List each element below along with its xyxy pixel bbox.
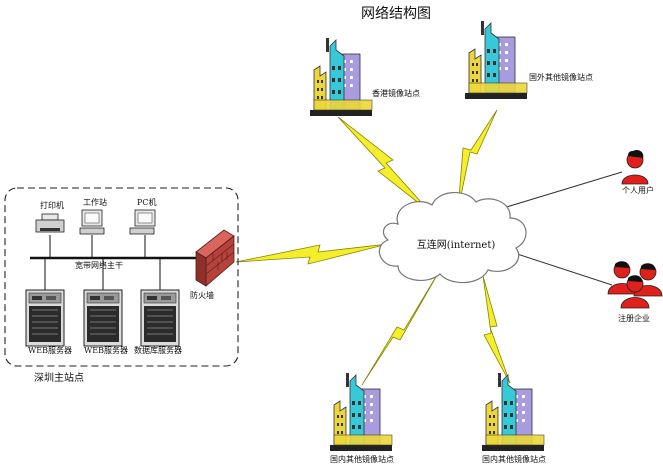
- server-web-1-label: WEB服务器: [28, 345, 72, 355]
- workstation: 工作站: [79, 197, 107, 235]
- local-site: 宽带网络主干 打印机 工作站: [4, 187, 239, 384]
- firewall-label: 防火墙: [190, 290, 214, 300]
- lightning-to-hk: [337, 116, 431, 213]
- enterprise-label: 注册企业: [618, 313, 650, 323]
- lightning-links: [235, 109, 511, 386]
- enterprise: 注册企业: [607, 261, 663, 323]
- backbone-label: 宽带网络主干: [75, 260, 123, 270]
- diagram-title: 网络结构图: [361, 6, 431, 22]
- person-icon: [621, 149, 649, 185]
- link-enterprise: [504, 249, 613, 286]
- mirror-overseas: 国外其他镜像站点: [464, 20, 593, 100]
- pc: PC机: [129, 197, 157, 235]
- firewall-icon: [195, 229, 235, 287]
- workstation-icon: [79, 209, 105, 235]
- building-icon: [329, 372, 393, 452]
- server-icon: [140, 289, 180, 347]
- server-database: 数据库服务器: [134, 289, 182, 355]
- building-icon: [481, 372, 545, 452]
- printer: 打印机: [35, 200, 65, 233]
- server-icon: [83, 289, 123, 347]
- building-icon: [464, 20, 528, 100]
- pc-icon: [129, 209, 156, 235]
- lightning-to-domestic-2: [482, 275, 511, 384]
- mirror-domestic-1: 国内其他镜像站点: [329, 372, 394, 464]
- personal-user-label: 个人用户: [622, 185, 654, 195]
- pc-label: PC机: [137, 197, 157, 207]
- printer-icon: [35, 213, 65, 233]
- lightning-to-domestic-1: [361, 269, 441, 386]
- personal-user: 个人用户: [621, 149, 654, 195]
- server-web-2-label: WEB服务器: [84, 345, 128, 355]
- server-icon: [25, 289, 65, 347]
- mirror-domestic-2: 国内其他镜像站点: [481, 372, 546, 464]
- local-site-label: 深圳主站点: [34, 371, 84, 384]
- lightning-to-shenzhen: [235, 243, 389, 265]
- workstation-label: 工作站: [83, 197, 107, 207]
- printer-label: 打印机: [40, 200, 64, 210]
- group-icon: [607, 261, 663, 309]
- internet-cloud: 互连网(internet): [378, 192, 527, 284]
- mirror-hk-label: 香港镜像站点: [372, 88, 420, 98]
- server-database-label: 数据库服务器: [134, 345, 182, 355]
- mirror-domestic-1-label: 国内其他镜像站点: [330, 454, 394, 464]
- server-web-1: WEB服务器: [25, 289, 72, 355]
- building-icon: [309, 37, 373, 117]
- cloud-label: 互连网(internet): [417, 238, 496, 251]
- mirror-hk: 香港镜像站点: [309, 37, 420, 117]
- server-web-2: WEB服务器: [83, 289, 128, 355]
- local-site-boundary: [4, 187, 239, 367]
- mirror-overseas-label: 国外其他镜像站点: [529, 72, 593, 82]
- firewall: 防火墙: [190, 229, 235, 300]
- link-personal-user: [489, 171, 623, 213]
- mirror-domestic-2-label: 国内其他镜像站点: [482, 454, 546, 464]
